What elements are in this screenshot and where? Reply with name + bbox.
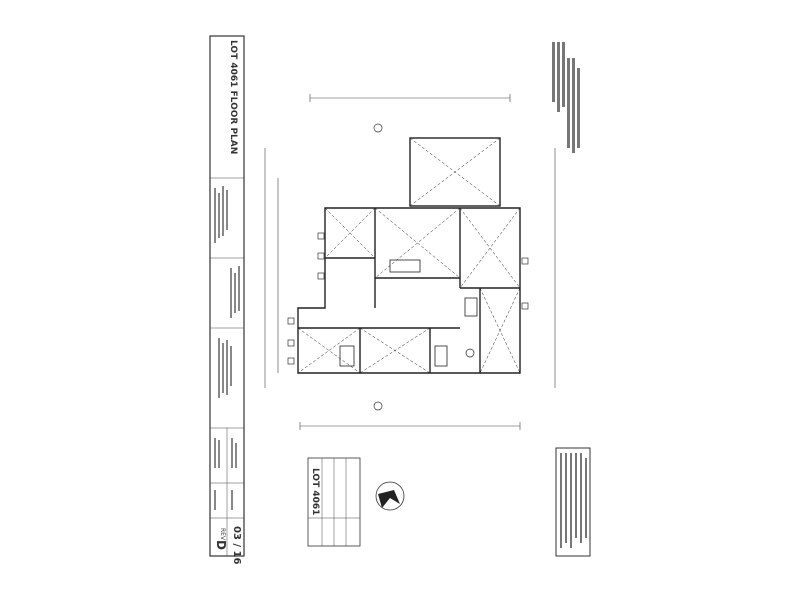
sheet-code: 03 / 16 (231, 526, 242, 565)
rev-label: REV (219, 528, 226, 541)
notes-box (555, 447, 591, 557)
dimension-lines (264, 94, 556, 430)
plan-markers (287, 123, 529, 411)
site-info-table (307, 457, 361, 547)
site-table-heading: LOT 4061 (310, 468, 320, 516)
floor-plan (297, 137, 521, 374)
north-arrow-icon (375, 481, 405, 511)
revision-letter: D (214, 540, 228, 550)
plan-title: LOT 4061 FLOOR PLAN (228, 40, 238, 155)
general-notes (552, 42, 580, 153)
title-block (209, 35, 245, 557)
drawing-sheet: LOT 4061 FLOOR PLAN LOT 4061 03 / 16 REV… (200, 28, 600, 568)
floor-plan-drawing (209, 35, 591, 557)
